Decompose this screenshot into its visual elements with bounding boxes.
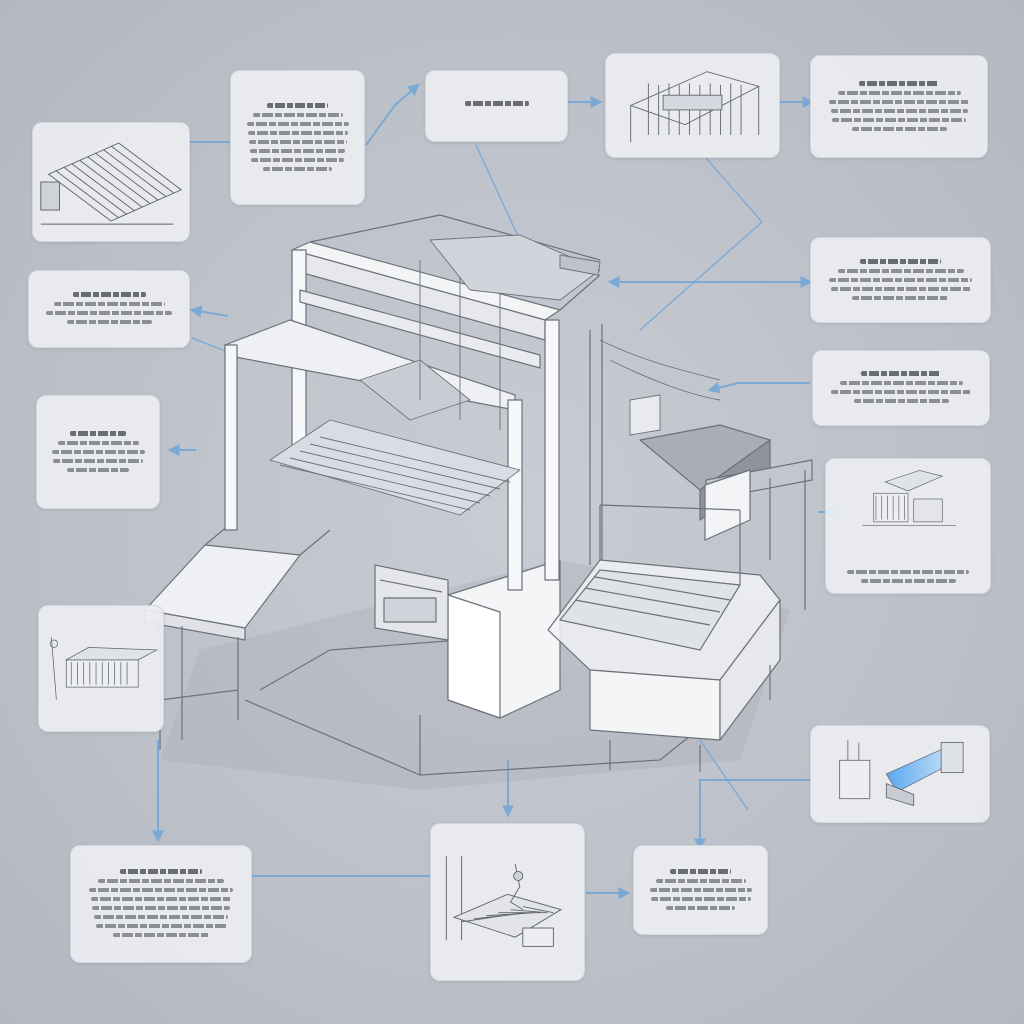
- internal-mechanism: [269, 234, 721, 516]
- callout-text-block: [811, 56, 987, 131]
- text-line: [51, 449, 145, 454]
- text-line: [248, 139, 347, 144]
- text-line: [90, 897, 232, 901]
- callout-heading: [859, 80, 939, 86]
- infeed-conveyor: [144, 519, 331, 750]
- text-line: [830, 390, 972, 394]
- callout-c3: [425, 70, 568, 142]
- connectors: [152, 83, 841, 899]
- text-line: [655, 878, 746, 883]
- text-line: [837, 90, 961, 95]
- callout-text-block: [634, 846, 767, 910]
- callout-text-block: [37, 396, 159, 472]
- text-line: [94, 915, 228, 919]
- callout-c14: [633, 845, 768, 935]
- text-line: [852, 295, 949, 300]
- callout-heading: [72, 292, 146, 297]
- callout-c2: [230, 70, 365, 205]
- text-line: [89, 888, 233, 892]
- side-module: [639, 424, 813, 610]
- connector-c5: [189, 305, 229, 318]
- text-line: [66, 320, 152, 324]
- text-line: [650, 896, 751, 901]
- callout-c13: [430, 823, 585, 981]
- text-line: [829, 277, 972, 282]
- connector-top1: [475, 144, 523, 246]
- robot-arm-drawing: [445, 856, 563, 947]
- connector-side: [191, 337, 229, 353]
- callout-heading: [70, 430, 126, 436]
- text-line: [92, 906, 230, 910]
- text-line: [649, 887, 752, 892]
- callout-c5: [810, 55, 988, 158]
- text-line: [98, 879, 224, 883]
- connector-c2: [365, 83, 420, 146]
- text-line: [53, 302, 165, 306]
- text-line: [839, 381, 963, 385]
- callout-c9: [825, 458, 991, 594]
- text-line: [112, 933, 210, 937]
- callout-text-block: [231, 71, 364, 171]
- packaging-machine: [144, 214, 813, 776]
- text-line: [246, 121, 349, 126]
- text-line: [57, 440, 139, 445]
- callout-text-lines: [826, 565, 990, 583]
- text-line: [247, 130, 348, 135]
- text-line: [251, 157, 344, 162]
- text-line: [263, 166, 332, 171]
- connector-c7: [707, 381, 810, 394]
- callout-c10: [38, 605, 164, 732]
- text-line: [851, 126, 947, 131]
- callout-c8: [28, 270, 190, 348]
- text-line: [46, 311, 172, 315]
- connector-c11: [694, 779, 810, 851]
- text-line: [860, 579, 956, 583]
- text-line: [828, 99, 970, 104]
- assembly-drawing: [862, 470, 956, 526]
- laser-beam-drawing: [839, 739, 964, 807]
- callout-text-block: [71, 846, 251, 937]
- callout-heading: [464, 101, 529, 106]
- callout-heading: [860, 258, 941, 264]
- callout-thumbnail: [826, 459, 990, 539]
- callout-text-block: [29, 271, 189, 324]
- text-line: [830, 286, 971, 291]
- text-line: [250, 148, 345, 153]
- text-line: [252, 112, 343, 117]
- main-cabinet: [374, 559, 561, 719]
- gantry-drawing: [629, 71, 760, 143]
- text-line: [67, 467, 129, 472]
- callout-text-block: [813, 351, 989, 403]
- callout-c4: [605, 53, 780, 158]
- text-line: [832, 117, 966, 122]
- callout-heading: [267, 102, 328, 108]
- callout-c12: [36, 395, 160, 509]
- text-line: [837, 268, 964, 273]
- callout-heading: [861, 371, 941, 376]
- text-line: [830, 108, 968, 113]
- callout-text-block: [426, 71, 567, 106]
- callout-c6: [810, 237, 991, 323]
- text-line: [853, 399, 949, 403]
- callout-heading: [120, 869, 202, 874]
- callout-c7: [812, 350, 990, 426]
- callout-text-block: [811, 238, 990, 300]
- text-line: [95, 924, 227, 928]
- conveyor-drawing: [40, 142, 183, 225]
- callout-heading: [670, 868, 731, 874]
- text-line: [53, 458, 143, 463]
- callout-c1: [32, 122, 190, 242]
- text-line: [847, 570, 969, 574]
- connector-top2: [639, 157, 763, 331]
- outfeed-enclosure: [547, 504, 781, 772]
- callout-c13: [70, 845, 252, 963]
- text-line: [666, 905, 735, 910]
- module-drawing: [49, 637, 159, 700]
- callout-c11: [810, 725, 990, 823]
- connector-c11b: [699, 739, 749, 811]
